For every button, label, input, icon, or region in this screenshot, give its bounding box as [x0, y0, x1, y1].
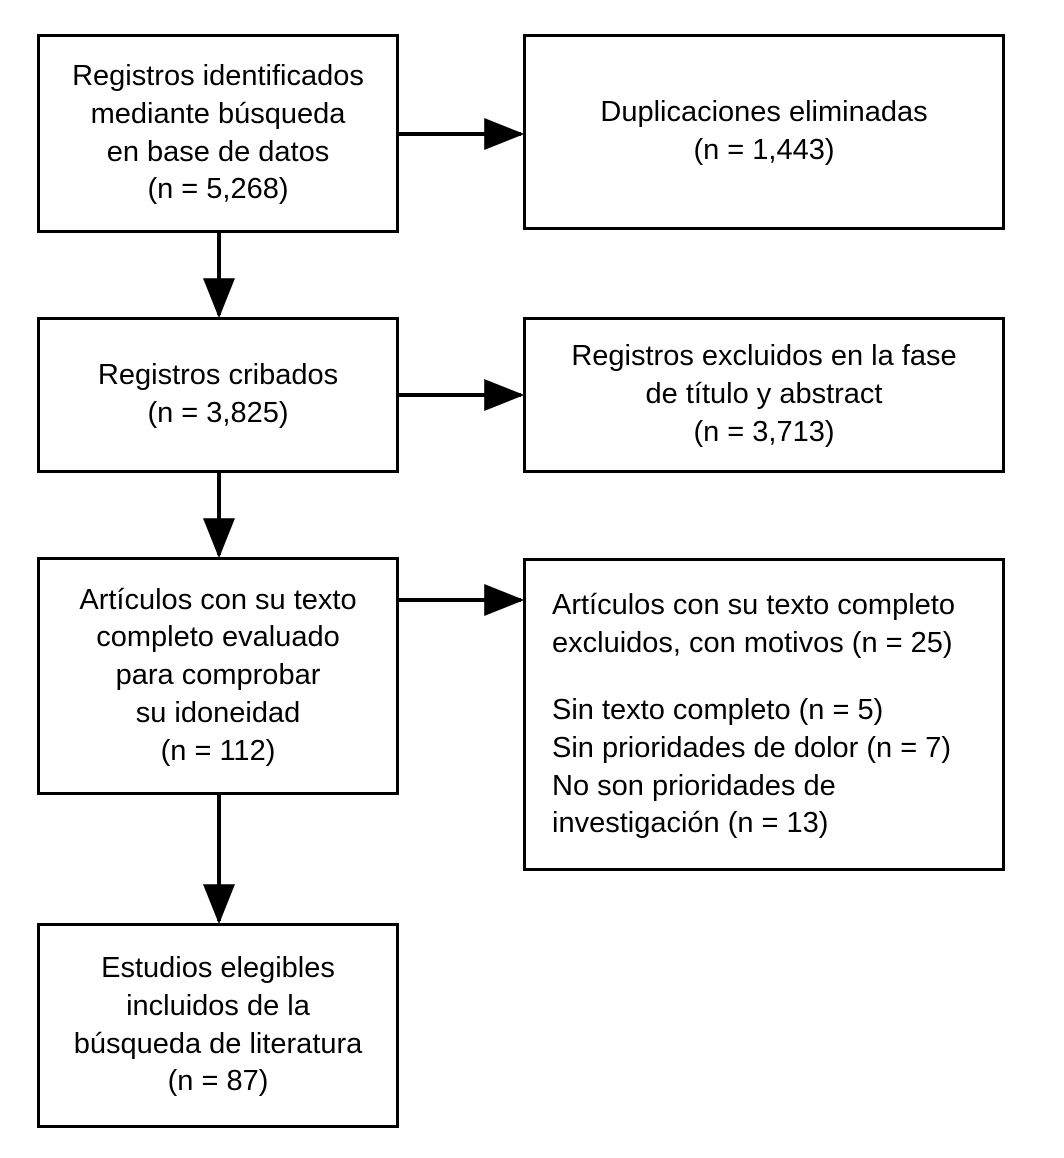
- exclusion-reason: No son prioridades de: [552, 769, 836, 802]
- box-line: en base de datos: [106, 135, 330, 168]
- box-count: (n = 112): [160, 734, 276, 767]
- box-articulos-texto-completo-evaluados: Artículos con su texto completo evaluado…: [37, 557, 399, 795]
- box-line: Registros identificados: [72, 60, 364, 93]
- exclusion-heading-line: Artículos con su texto completo: [552, 589, 955, 621]
- box-registros-identificados: Registros identificados mediante búsqued…: [37, 34, 399, 233]
- box-count: (n = 87): [167, 1065, 269, 1098]
- box-registros-cribados: Registros cribados (n = 3,825): [37, 317, 399, 473]
- box-line: Estudios elegibles: [101, 952, 335, 985]
- box-line: Registros cribados: [97, 359, 339, 392]
- box-line: para comprobar: [115, 659, 321, 692]
- box-count: (n = 3,825): [147, 397, 289, 429]
- box-estudios-elegibles-incluidos: Estudios elegibles incluidos de la búsqu…: [37, 923, 399, 1128]
- box-articulos-texto-completo-excluidos: Artículos con su texto completo excluido…: [523, 558, 1005, 871]
- box-line: de título y abstract: [645, 378, 883, 411]
- box-line: incluidos de la: [126, 989, 310, 1022]
- box-count: (n = 3,713): [693, 415, 835, 448]
- box-line: mediante búsqueda: [90, 97, 346, 130]
- box-line: Duplicaciones eliminadas: [600, 96, 928, 129]
- box-line: completo evaluado: [96, 621, 340, 654]
- box-count: (n = 5,268): [147, 173, 289, 206]
- exclusion-reason: Sin prioridades de dolor (n = 7): [552, 732, 951, 765]
- box-count: (n = 1,443): [693, 134, 835, 166]
- exclusion-heading-line: excluidos, con motivos (n = 25): [552, 626, 953, 659]
- box-line: búsqueda de literatura: [73, 1027, 363, 1060]
- box-duplicaciones-eliminadas: Duplicaciones eliminadas (n = 1,443): [523, 34, 1005, 230]
- box-line: su idoneidad: [135, 696, 301, 729]
- exclusion-reason: Sin texto completo (n = 5): [552, 694, 884, 727]
- exclusion-reason: investigación (n = 13): [552, 807, 829, 840]
- box-line: Registros excluidos en la fase: [571, 340, 957, 373]
- box-registros-excluidos-titulo-abstract: Registros excluidos en la fase de título…: [523, 317, 1005, 473]
- box-line: Artículos con su texto: [79, 583, 357, 616]
